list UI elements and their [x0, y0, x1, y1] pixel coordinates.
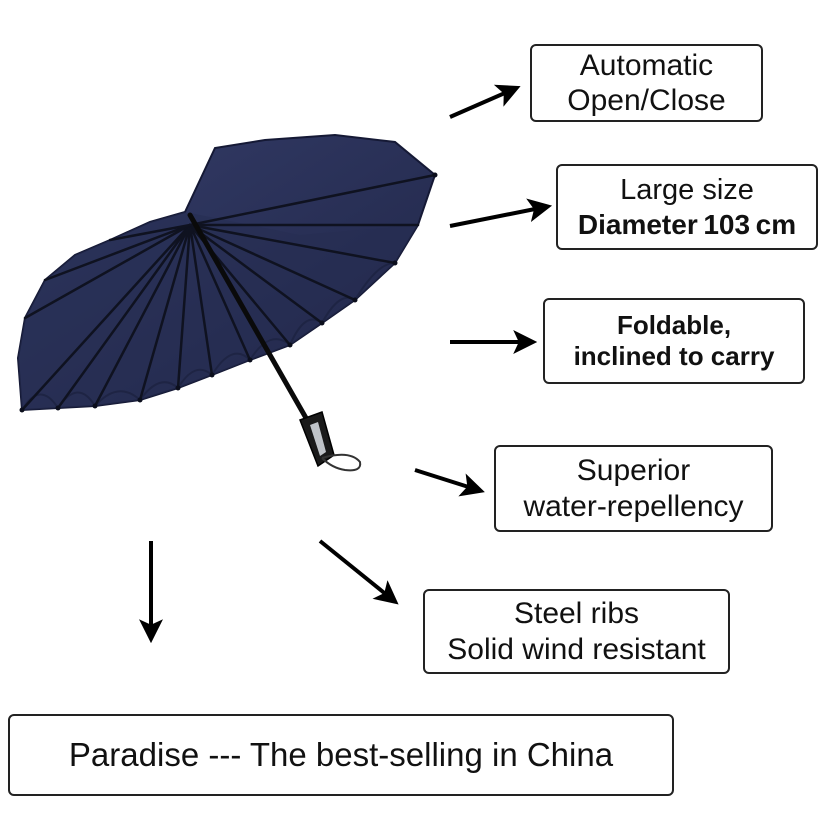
feature-ribs-line-2: Solid wind resistant: [447, 632, 706, 666]
feature-size-line-1: Large size: [620, 174, 754, 207]
feature-water-line-1: Superior: [576, 454, 691, 488]
feature-foldable-line-1: Foldable,: [616, 310, 732, 341]
feature-foldable-box: Foldable, inclined to carry: [543, 298, 805, 384]
banner-box: Paradise --- The best-selling in China: [8, 714, 674, 796]
feature-water-box: Superior water-repellency: [494, 445, 773, 532]
banner-text: Paradise --- The best-selling in China: [68, 735, 614, 773]
arrow-icon: [139, 84, 553, 644]
feature-water-line-2: water-repellency: [523, 489, 744, 523]
feature-ribs-line-1: Steel ribs: [513, 597, 640, 631]
feature-foldable-line-2: inclined to carry: [573, 341, 775, 371]
umbrella-shaft: [187, 212, 362, 472]
feature-automatic-box: Automatic Open/Close: [530, 44, 763, 122]
feature-ribs-box: Steel ribs Solid wind resistant: [423, 589, 730, 674]
feature-automatic-line-2: Open/Close: [567, 84, 726, 117]
umbrella-canopy: [16, 133, 437, 412]
feature-size-line-2: Diameter 103 cm: [577, 208, 797, 240]
umbrella-ribs: [20, 173, 437, 412]
feature-automatic-line-1: Automatic: [579, 48, 714, 82]
rib-tips: [19, 172, 438, 413]
feature-size-box: Large size Diameter 103 cm: [556, 164, 818, 250]
